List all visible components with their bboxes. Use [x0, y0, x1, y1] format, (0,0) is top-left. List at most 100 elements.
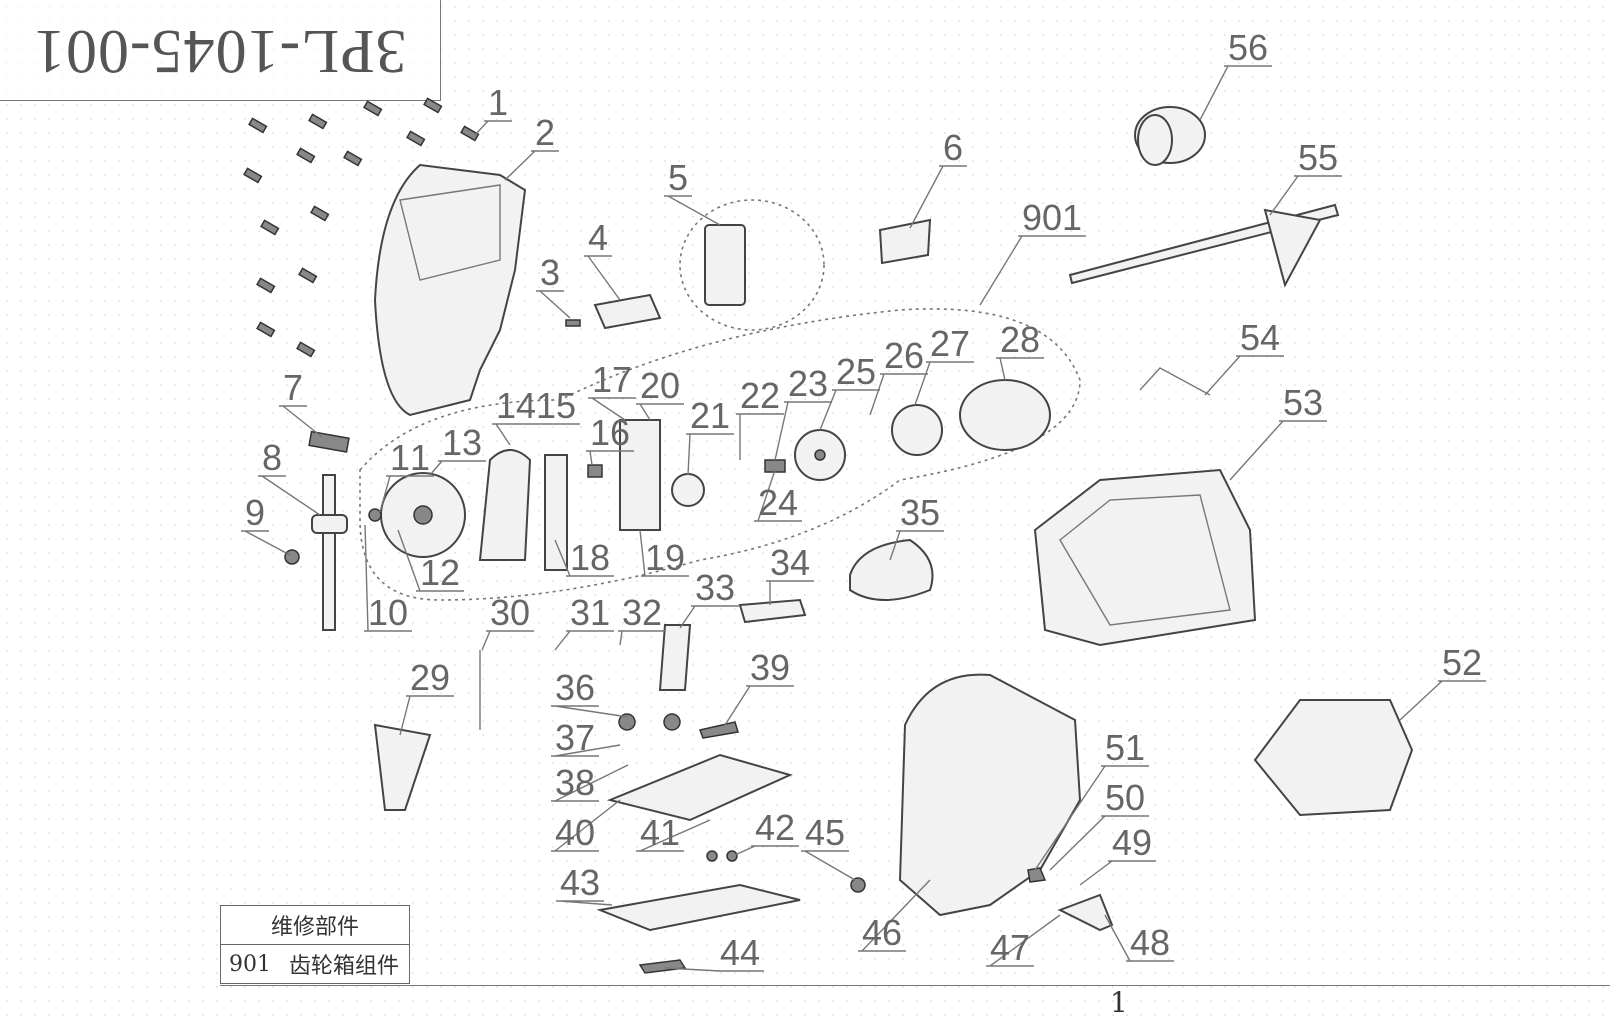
- callout-11: 11: [390, 437, 430, 478]
- callout-49: 49: [1112, 822, 1152, 863]
- battery-52: [1253, 699, 1414, 817]
- callout-51: 51: [1105, 727, 1145, 768]
- leader-line: [1104, 914, 1174, 962]
- leader-line: [996, 357, 1044, 381]
- base-40: [606, 753, 793, 822]
- leader-line: [889, 530, 944, 561]
- callout-901: 901: [1022, 197, 1082, 238]
- leader-line: [1204, 355, 1284, 396]
- callout-26: 26: [884, 335, 924, 376]
- callout-41: 41: [640, 812, 680, 853]
- leader-line: [399, 695, 454, 736]
- callout-45: 45: [805, 812, 845, 853]
- switch-5: [704, 224, 746, 306]
- callout-55: 55: [1298, 137, 1338, 178]
- leader-line: [504, 150, 559, 181]
- leader-line: [754, 469, 802, 522]
- callout-35: 35: [900, 492, 940, 533]
- callout-22: 22: [740, 375, 780, 416]
- leader-line: [736, 413, 784, 460]
- callout-13: 13: [442, 422, 482, 463]
- callout-8: 8: [262, 437, 282, 478]
- leader-line: [1269, 175, 1342, 216]
- leader-line: [766, 580, 814, 605]
- callout-25: 25: [836, 351, 876, 392]
- leader-line: [819, 389, 880, 431]
- table-row: 901 齿轮箱组件: [221, 945, 409, 983]
- leader-line: [664, 967, 764, 972]
- callout-52: 52: [1442, 642, 1482, 683]
- callout-4: 4: [588, 217, 608, 258]
- callout-18: 18: [570, 537, 610, 578]
- callout-47: 47: [990, 927, 1030, 968]
- callout-1: 1: [488, 82, 508, 123]
- callout-39: 39: [750, 647, 790, 688]
- leader-line: [586, 450, 634, 466]
- leader-line: [556, 900, 613, 906]
- leader-line: [618, 630, 666, 646]
- leader-line: [914, 361, 974, 406]
- leader-line: [551, 705, 629, 718]
- callout-27: 27: [930, 323, 970, 364]
- callout-31: 31: [570, 592, 610, 633]
- leader-line: [724, 685, 794, 726]
- leader-line: [986, 914, 1061, 967]
- part-35: [849, 538, 934, 601]
- leader-line: [492, 423, 580, 446]
- callout-36: 36: [555, 667, 595, 708]
- callout-17: 17: [592, 359, 632, 400]
- leader-line: [397, 529, 464, 592]
- callout-34: 34: [770, 542, 810, 583]
- callout-5: 5: [668, 157, 688, 198]
- leader-line: [279, 405, 323, 438]
- leader-line: [858, 879, 931, 952]
- callout-1415: 1415: [496, 385, 576, 426]
- left-housing: [373, 163, 527, 417]
- callout-56: 56: [1228, 27, 1268, 68]
- drawing-number-box: 3PL-1045-001: [0, 0, 441, 101]
- callout-23: 23: [788, 363, 828, 404]
- leader-line: [258, 475, 321, 516]
- leader-line: [554, 630, 614, 651]
- leader-line: [241, 530, 291, 556]
- leader-line: [364, 524, 412, 632]
- callout-33: 33: [695, 567, 735, 608]
- callout-48: 48: [1130, 922, 1170, 963]
- callout-44: 44: [720, 932, 760, 973]
- leader-line: [636, 403, 684, 421]
- gearbox-parts: [368, 379, 1051, 571]
- leader-line: [1399, 680, 1486, 721]
- leader-line: [679, 605, 739, 629]
- leader-line: [1049, 815, 1149, 871]
- callout-24: 24: [758, 482, 798, 523]
- callout-40: 40: [555, 812, 595, 853]
- callout-37: 37: [555, 717, 595, 758]
- part-29: [373, 723, 432, 811]
- leader-line: [536, 290, 571, 319]
- parts-list-row: 1: [220, 985, 1610, 1022]
- hex-key-54: [1139, 367, 1211, 396]
- callout-12: 12: [420, 552, 460, 593]
- leader-line: [734, 845, 799, 856]
- screws: [243, 97, 480, 358]
- callout-19: 19: [645, 537, 685, 578]
- leader-line: [551, 799, 621, 852]
- leader-line: [774, 401, 832, 461]
- callout-30: 30: [490, 592, 530, 633]
- part-name: 齿轮箱组件: [289, 954, 400, 979]
- callout-9: 9: [245, 492, 265, 533]
- base-43: [596, 883, 801, 932]
- callout-28: 28: [1000, 319, 1040, 360]
- callout-3: 3: [540, 252, 560, 293]
- callout-50: 50: [1105, 777, 1145, 818]
- charger-53: [1033, 468, 1257, 647]
- leader-line: [979, 235, 1086, 306]
- leader-line: [474, 120, 512, 136]
- callout-42: 42: [755, 807, 795, 848]
- table-header: 维修部件: [221, 906, 409, 945]
- leader-line: [869, 373, 928, 416]
- part-4: [593, 293, 662, 330]
- leader-line: [686, 433, 734, 476]
